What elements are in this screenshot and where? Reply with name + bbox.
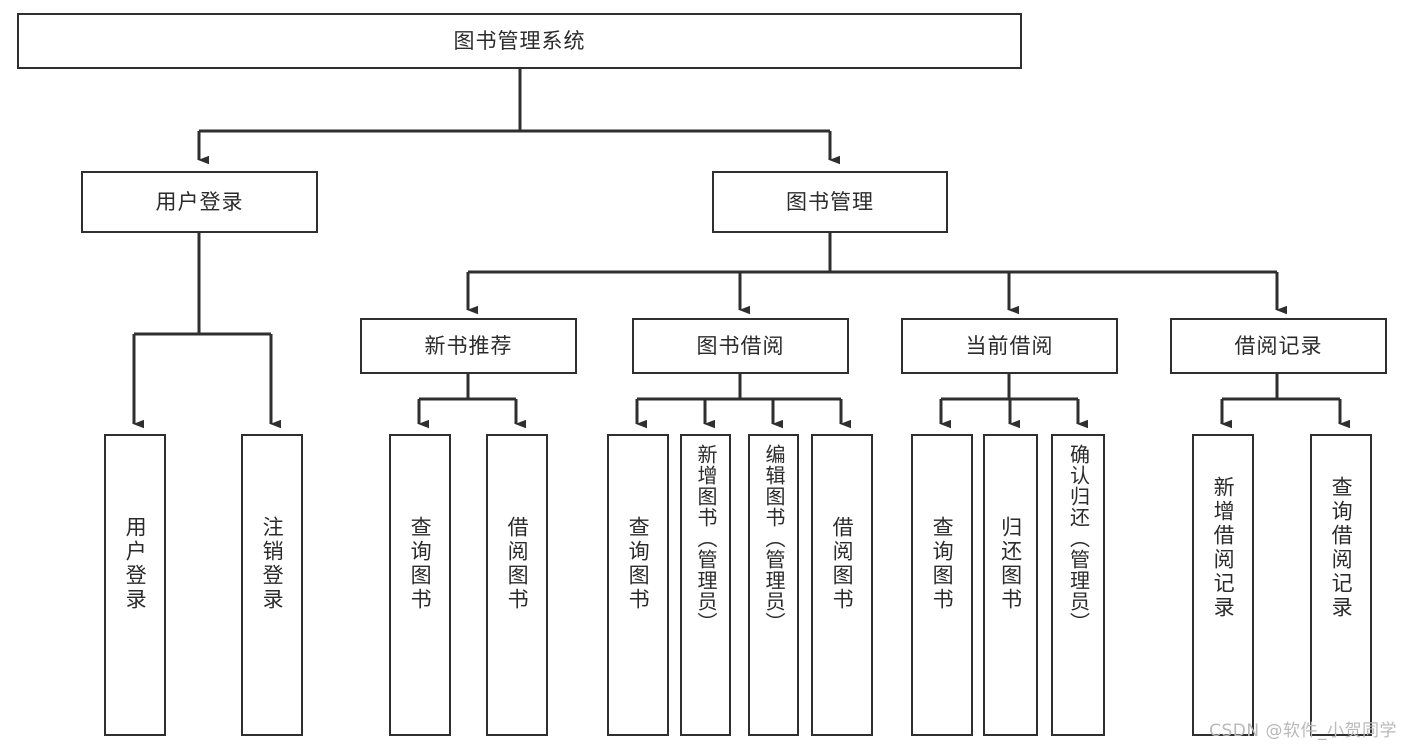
node-user-login-label: 用户登录 [155, 189, 244, 214]
node-current-borrow-label: 当前借阅 [965, 333, 1054, 358]
node-leaf-borrow-book-2[interactable]: 借阅图书 [811, 434, 873, 736]
node-leaf-user-login-label: 用户登录 [123, 516, 148, 612]
node-leaf-query-book-3-label: 查询图书 [930, 516, 955, 612]
node-leaf-add-book-label: 新增图书（管理员） [694, 444, 718, 633]
node-leaf-confirm-return-label: 确认归还（管理员） [1066, 444, 1091, 633]
node-leaf-add-book[interactable]: 新增图书（管理员） [680, 434, 731, 736]
node-leaf-user-logout[interactable]: 注销登录 [241, 434, 303, 736]
node-leaf-user-login[interactable]: 用户登录 [104, 434, 166, 736]
node-leaf-borrow-book-2-label: 借阅图书 [830, 516, 855, 612]
node-leaf-query-record-label: 查询借阅记录 [1329, 476, 1354, 620]
node-borrow-record[interactable]: 借阅记录 [1170, 318, 1387, 374]
node-leaf-query-book-3[interactable]: 查询图书 [911, 434, 973, 736]
node-leaf-borrow-book-1-label: 借阅图书 [505, 516, 530, 612]
node-leaf-query-book-1-label: 查询图书 [408, 516, 433, 612]
node-leaf-return-book[interactable]: 归还图书 [983, 434, 1038, 736]
node-leaf-edit-book-label: 编辑图书（管理员） [762, 444, 786, 633]
node-leaf-return-book-label: 归还图书 [998, 516, 1023, 612]
csdn-watermark: CSDN @软件_小贺同学 [1209, 721, 1397, 741]
node-new-book-recommend[interactable]: 新书推荐 [360, 318, 577, 374]
node-root[interactable]: 图书管理系统 [17, 13, 1022, 69]
node-root-label: 图书管理系统 [453, 28, 586, 53]
node-leaf-add-record[interactable]: 新增借阅记录 [1192, 434, 1254, 736]
node-current-borrow[interactable]: 当前借阅 [901, 318, 1118, 374]
node-book-manage[interactable]: 图书管理 [712, 171, 948, 233]
node-leaf-query-book-1[interactable]: 查询图书 [389, 434, 451, 736]
node-leaf-query-record[interactable]: 查询借阅记录 [1310, 434, 1372, 736]
node-leaf-user-logout-label: 注销登录 [260, 516, 285, 612]
node-leaf-add-record-label: 新增借阅记录 [1211, 476, 1236, 620]
node-new-book-recommend-label: 新书推荐 [424, 333, 513, 358]
node-leaf-query-book-2-label: 查询图书 [626, 516, 651, 612]
node-borrow-record-label: 借阅记录 [1234, 333, 1323, 358]
node-book-borrow-label: 图书借阅 [696, 333, 785, 358]
node-leaf-query-book-2[interactable]: 查询图书 [607, 434, 669, 736]
node-book-manage-label: 图书管理 [786, 189, 874, 214]
node-leaf-borrow-book-1[interactable]: 借阅图书 [486, 434, 548, 736]
node-user-login[interactable]: 用户登录 [81, 171, 318, 233]
node-book-borrow[interactable]: 图书借阅 [632, 318, 849, 374]
node-leaf-edit-book[interactable]: 编辑图书（管理员） [748, 434, 799, 736]
node-leaf-confirm-return[interactable]: 确认归还（管理员） [1051, 434, 1105, 736]
